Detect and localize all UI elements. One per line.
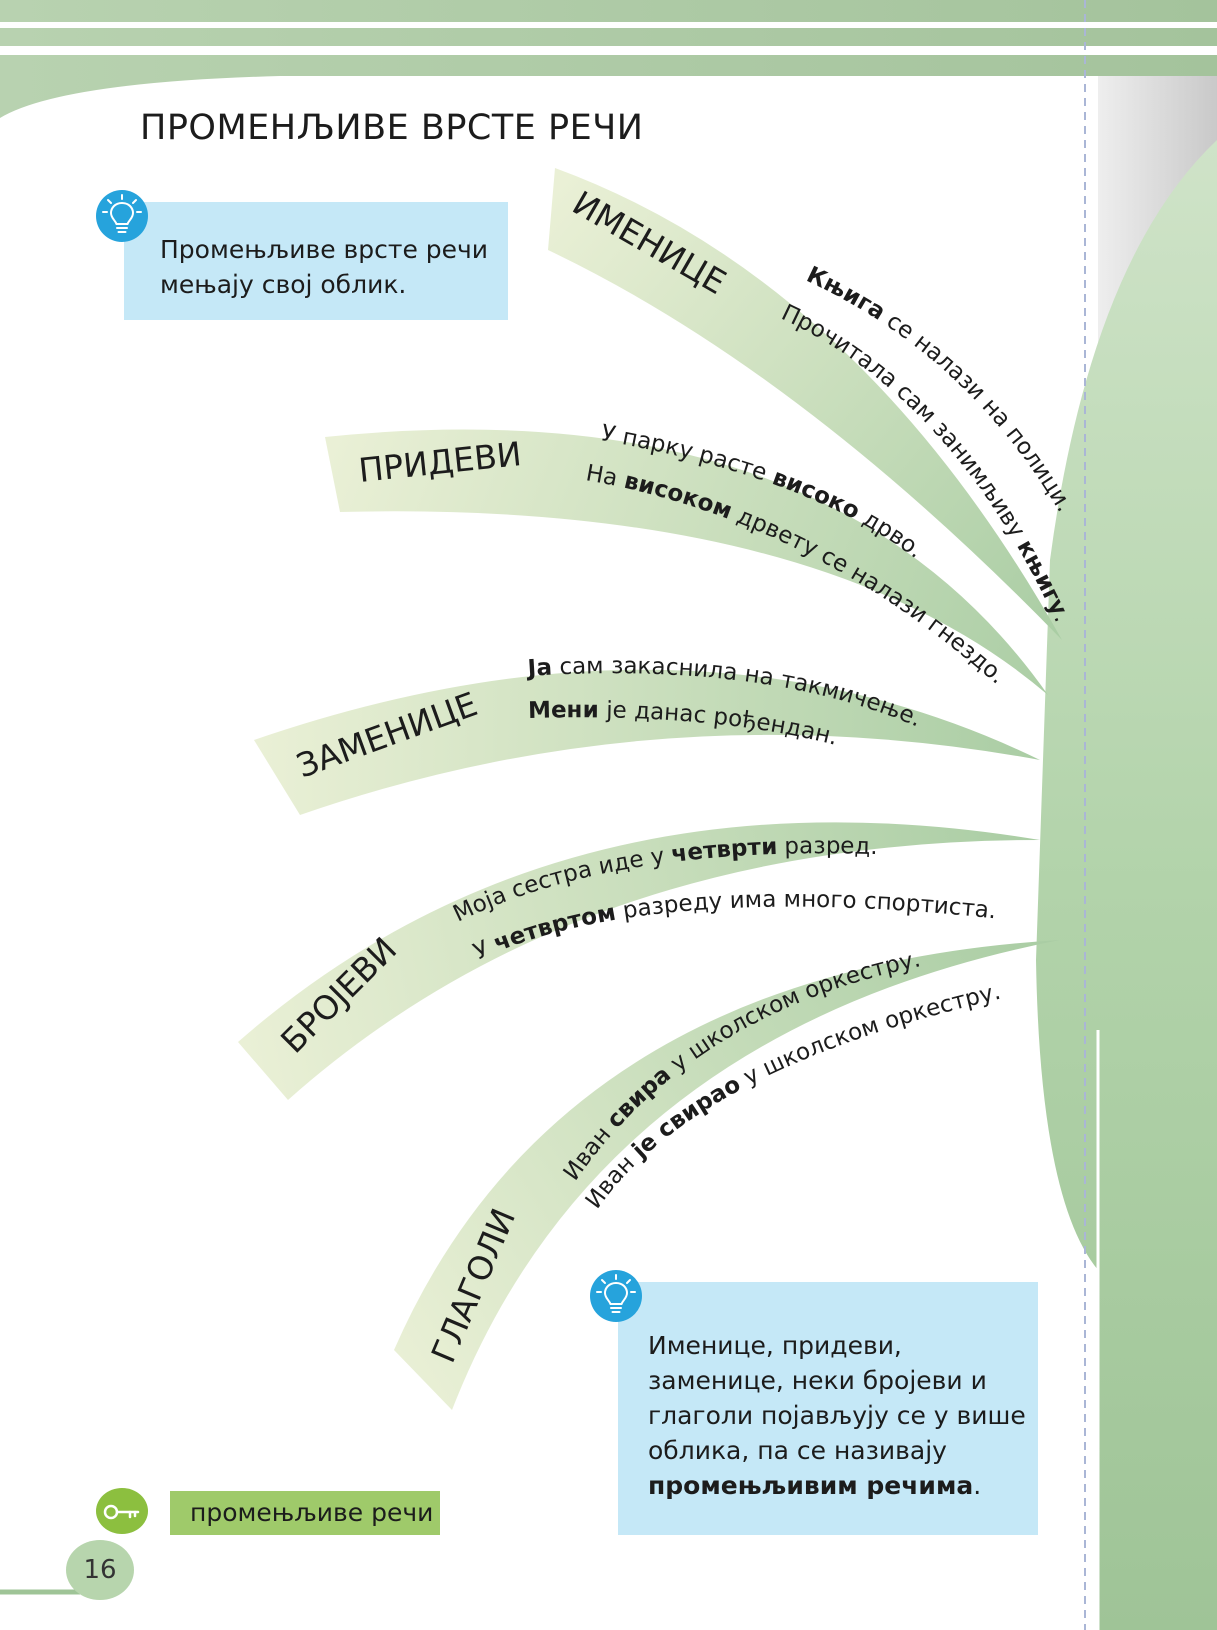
lightbulb-icon [96, 190, 148, 242]
info-text-line: глаголи појављују се у више [648, 1401, 1026, 1430]
page-title: ПРОМЕНЉИВЕ ВРСТЕ РЕЧИ [140, 108, 644, 148]
info-text-line: промењљивим речима. [648, 1471, 982, 1500]
info-text-line: заменице, неки бројеви и [648, 1366, 987, 1395]
key-icon [96, 1488, 148, 1534]
lightbulb-icon [590, 1270, 642, 1322]
keyword-label: промењљиве речи [170, 1491, 440, 1535]
info-box-bottom: Именице, придеви, заменице, неки бројеви… [618, 1282, 1038, 1535]
info-text-line: облика, па се називају [648, 1436, 947, 1465]
info-text-line: мењају свој облик. [160, 270, 407, 299]
key-term: промењљивим речима [648, 1471, 974, 1500]
info-text-line: Промењљиве врсте речи [160, 235, 489, 264]
page-number: 16 [66, 1540, 134, 1600]
info-text-line: Именице, придеви, [648, 1331, 902, 1360]
info-box-top: Промењљиве врсте речи мењају свој облик. [124, 202, 508, 320]
